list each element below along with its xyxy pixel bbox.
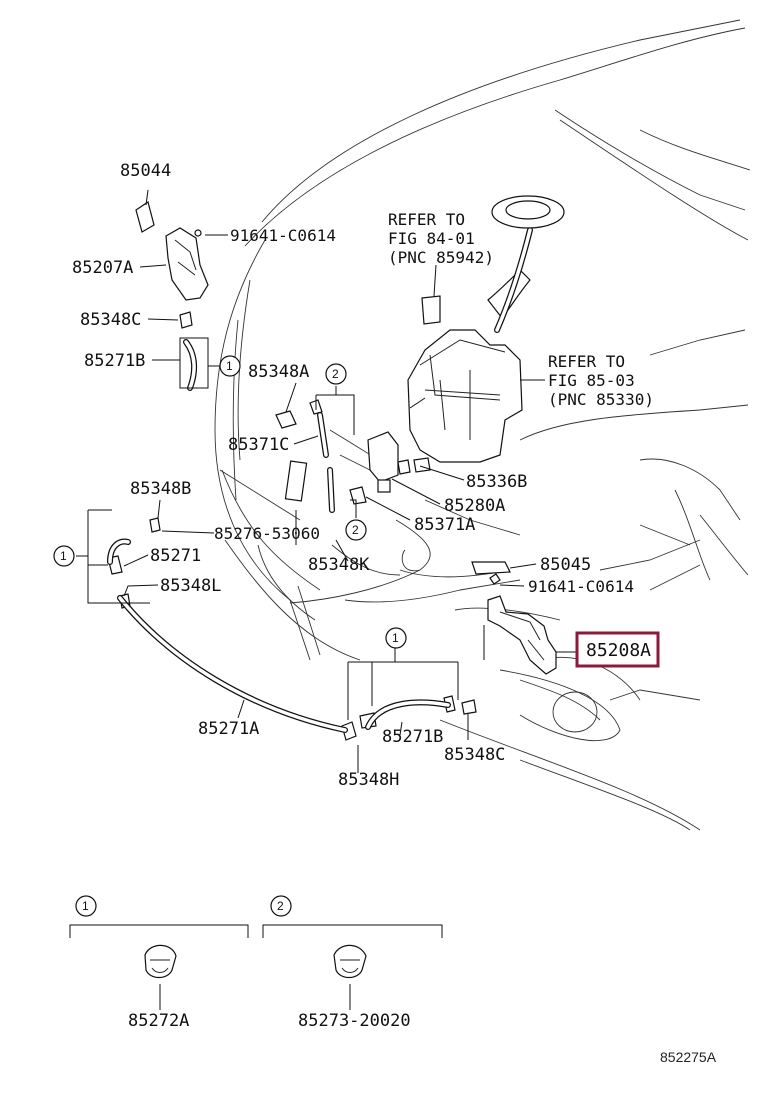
figure-id: 852275A <box>660 1049 717 1065</box>
label-85207A: 85207A <box>72 258 133 278</box>
refer-note-85-03: REFER TO FIG 85-03 (PNC 85330) <box>548 352 654 409</box>
refer-note-2-line2: FIG 85-03 <box>548 371 635 390</box>
clamp-85272A-icon <box>144 944 177 979</box>
label-91641-top: 91641-C0614 <box>230 226 336 245</box>
label-85348H: 85348H <box>338 770 399 790</box>
refer-note-1-line3: (PNC 85942) <box>388 248 494 267</box>
callout-brackets <box>76 337 459 720</box>
label-85273-20020: 85273-20020 <box>298 1011 411 1031</box>
legend-callout-2: 2 <box>277 899 284 913</box>
label-85045: 85045 <box>540 555 591 575</box>
vehicle-body-outline <box>214 19 751 831</box>
refer-note-84-01: REFER TO FIG 84-01 (PNC 85942) <box>388 210 494 267</box>
label-85271B-top: 85271B <box>84 351 145 371</box>
label-85044: 85044 <box>120 161 171 181</box>
washer-hoses <box>107 339 451 733</box>
label-85208A[interactable]: 85208A <box>586 640 651 661</box>
highlighted-part-85208A[interactable]: 85208A <box>575 631 660 668</box>
legend-callout-1: 1 <box>82 899 89 913</box>
label-85348L: 85348L <box>160 576 221 596</box>
label-85276-53060: 85276-53060 <box>214 524 320 543</box>
label-85271: 85271 <box>150 546 201 566</box>
callout-1-b: 1 <box>60 549 67 563</box>
washer-tank-icon <box>407 195 565 463</box>
label-85272A: 85272A <box>128 1011 189 1031</box>
headlamp-cleaner-actuator-left-icon <box>135 201 209 301</box>
label-85371A: 85371A <box>414 515 475 535</box>
callout-1-a: 1 <box>226 359 233 373</box>
label-85348B: 85348B <box>130 479 191 499</box>
headlamp-cleaner-actuator-right-icon <box>471 561 557 675</box>
label-85271B-bottom: 85271B <box>382 727 443 747</box>
refer-note-2-line3: (PNC 85330) <box>548 390 654 409</box>
refer-note-1-line1: REFER TO <box>388 210 465 229</box>
washer-pump-icon <box>367 431 431 493</box>
label-85371C: 85371C <box>228 435 289 455</box>
clamp-85273-icon <box>333 944 367 979</box>
legend-clamps: 1 85272A 2 85273-20020 <box>69 895 443 1031</box>
refer-note-1-line2: FIG 84-01 <box>388 229 475 248</box>
label-85336B: 85336B <box>466 472 527 492</box>
label-85271A: 85271A <box>198 719 259 739</box>
label-91641-bottom: 91641-C0614 <box>528 577 634 596</box>
callout-2-a: 2 <box>332 367 339 381</box>
callout-2-b: 2 <box>352 523 359 537</box>
highlight-box <box>575 631 660 668</box>
label-85348C-top: 85348C <box>80 310 141 330</box>
label-85348C-bottom: 85348C <box>444 745 505 765</box>
label-85348A: 85348A <box>248 362 309 382</box>
part-labels: 85044 91641-C0614 85207A 85348C 85271B 8… <box>72 161 634 790</box>
label-85280A: 85280A <box>444 496 505 516</box>
callout-circles: 1 2 1 2 1 <box>53 355 407 649</box>
label-85348K: 85348K <box>308 555 370 575</box>
callout-1-c: 1 <box>392 631 399 645</box>
leader-lines <box>123 189 578 773</box>
refer-note-2-line1: REFER TO <box>548 352 625 371</box>
